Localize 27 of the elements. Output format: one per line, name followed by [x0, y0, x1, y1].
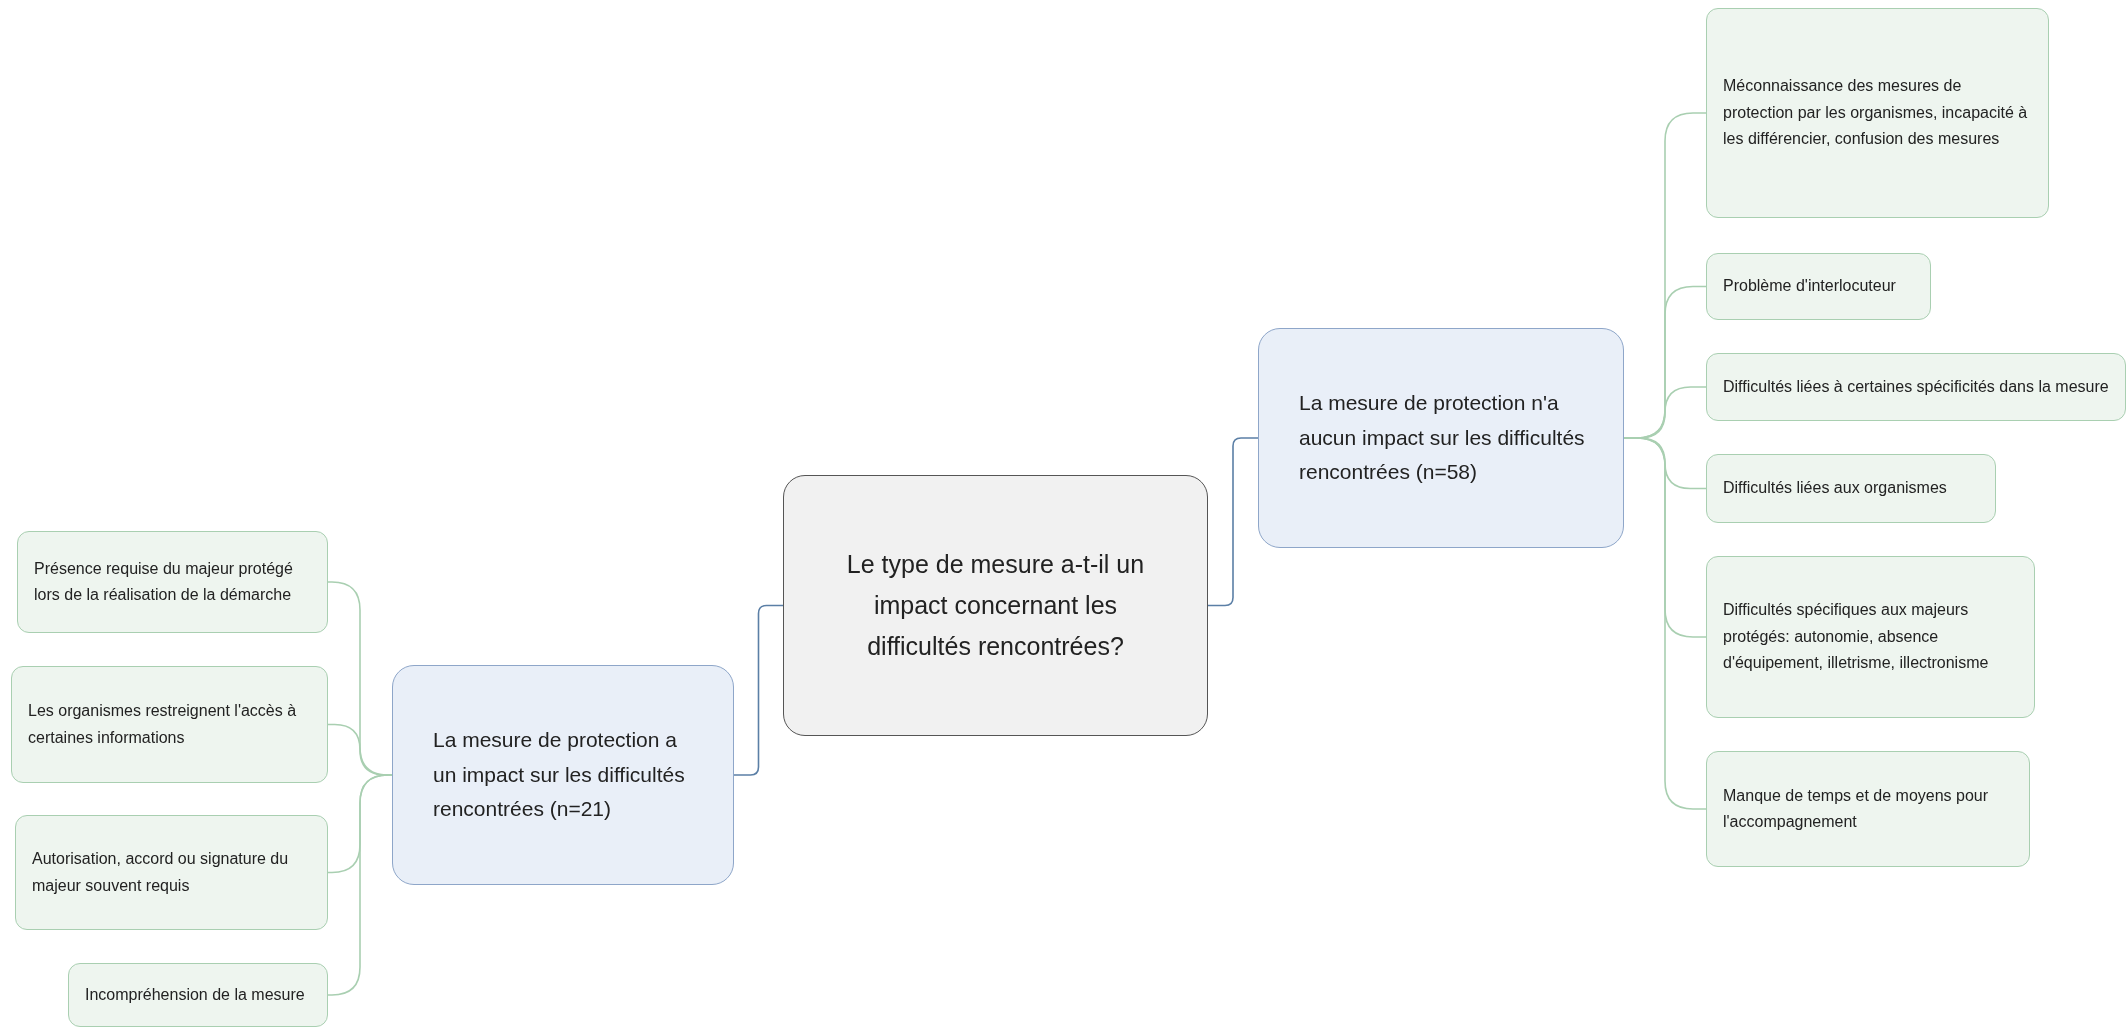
topic-text: La mesure de protection a un impact sur les difficultés rencontrées (n=21) [433, 727, 686, 823]
subtopic-box [1706, 8, 2049, 218]
topic-text: Difficultés spécifiques aux majeurs protégés: autonomie, absence d'équipement, illetrisme, illectronisme [1723, 600, 1990, 674]
branch-topic-box [392, 665, 734, 885]
subtopic-box [1706, 454, 1996, 523]
topic-text: Présence requise du majeur protégé lors de la réalisation de la démarche [34, 558, 294, 605]
topic-text: Méconnaissance des mesures de protection par les organismes, incapacité à les différencier, confusion des mesures [1723, 76, 2029, 150]
branch-topic-box [1258, 328, 1624, 548]
subtopic-box [17, 531, 328, 633]
subtopic-box [1706, 556, 2035, 718]
topic-text: Manque de temps et de moyens pour l'accompagnement [1723, 785, 1990, 832]
central-topic-box [783, 475, 1208, 736]
subtopic-box [1706, 353, 2126, 421]
subtopic-box [1706, 253, 1931, 320]
topic-text: Incompréhension de la mesure [85, 984, 305, 1005]
subtopic-box [68, 963, 328, 1027]
connector-line [327, 774, 393, 996]
topic-text: Autorisation, accord ou signature du majeur souvent requis [32, 849, 290, 896]
topic-text: Difficultés liées aux organismes [1723, 478, 1947, 499]
subtopic-box [1706, 751, 2030, 867]
topic-text: La mesure de protection n'a aucun impact sur les difficultés rencontrées (n=58) [1299, 390, 1586, 486]
topic-text: Les organismes restreignent l'accès à certaines informations [28, 701, 298, 748]
topic-text: Le type de mesure a-t-il un impact concernant les difficultés rencontrées? [845, 548, 1146, 663]
topic-text: Difficultés liées à certaines spécificités dans la mesure [1723, 376, 2109, 397]
subtopic-box [11, 666, 328, 783]
topic-text: Problème d'interlocuteur [1723, 276, 1896, 297]
subtopic-box [15, 815, 328, 930]
